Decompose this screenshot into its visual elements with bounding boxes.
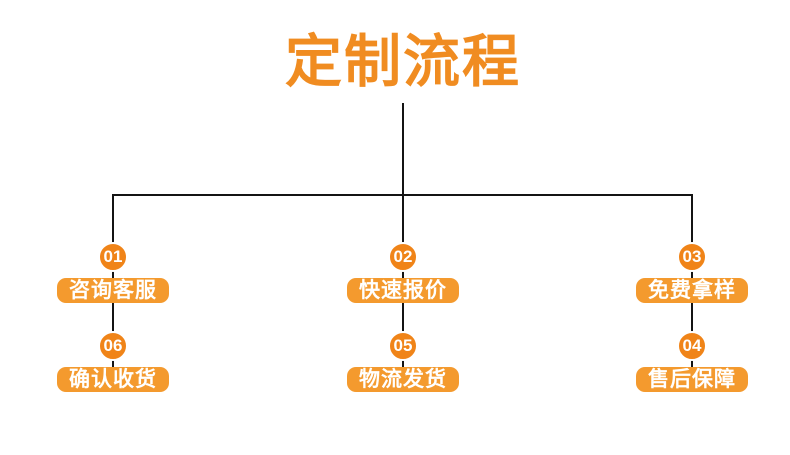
step-label: 咨询客服 (57, 278, 169, 303)
connector-title-stem (402, 103, 404, 195)
step-number-badge: 02 (388, 242, 418, 272)
step-node-03: 03 免费拿样 (636, 242, 748, 303)
step-number-badge: 05 (388, 331, 418, 361)
step-node-06: 06 确认收货 (57, 331, 169, 392)
step-label: 物流发货 (347, 367, 459, 392)
step-node-04: 04 售后保障 (636, 331, 748, 392)
step-node-05: 05 物流发货 (347, 331, 459, 392)
step-number-badge: 06 (98, 331, 128, 361)
step-number-badge: 01 (98, 242, 128, 272)
step-number-badge: 04 (677, 331, 707, 361)
step-label: 快速报价 (347, 278, 459, 303)
step-node-01: 01 咨询客服 (57, 242, 169, 303)
page-title: 定制流程 (285, 30, 521, 94)
step-label: 免费拿样 (636, 278, 748, 303)
step-number-badge: 03 (677, 242, 707, 272)
step-node-02: 02 快速报价 (347, 242, 459, 303)
step-label: 售后保障 (636, 367, 748, 392)
step-label: 确认收货 (57, 367, 169, 392)
